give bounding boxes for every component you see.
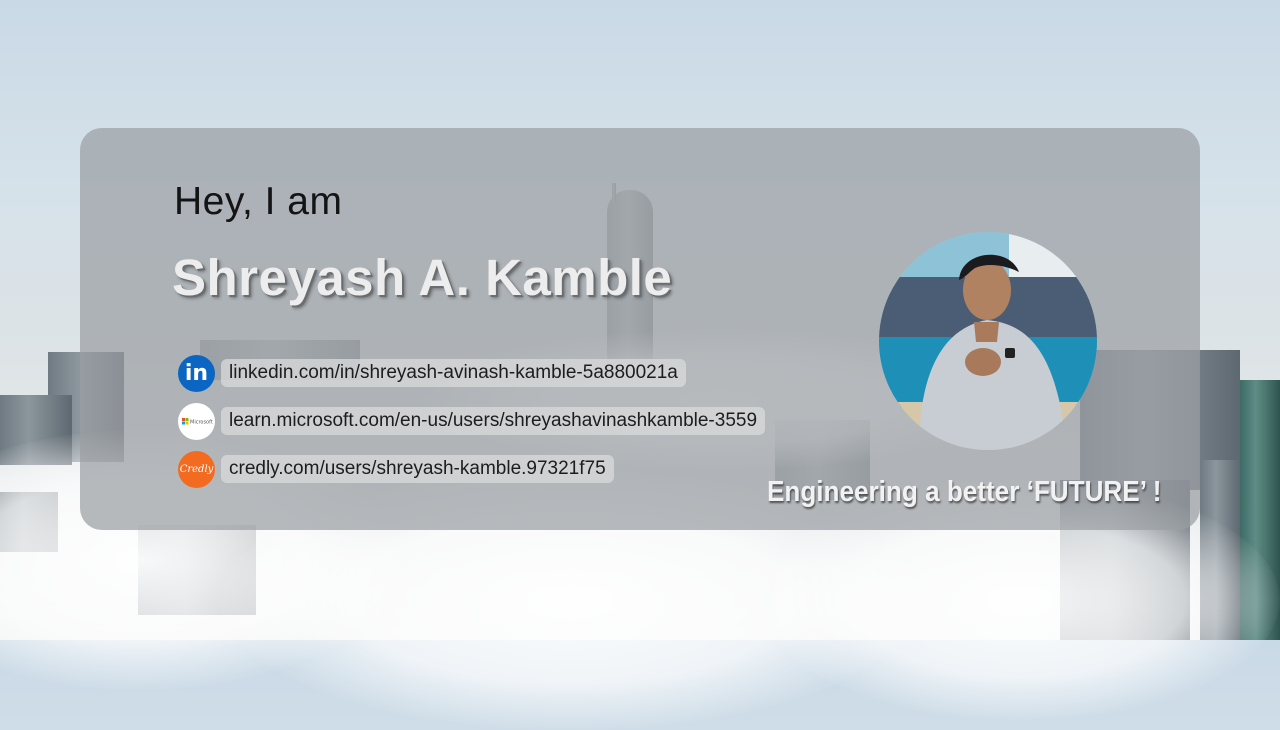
profile-photo — [879, 232, 1097, 450]
credly-url[interactable]: credly.com/users/shreyash-kamble.97321f7… — [221, 455, 614, 483]
linkedin-link[interactable]: in linkedin.com/in/shreyash-avinash-kamb… — [178, 354, 686, 392]
microsoft-learn-link[interactable]: Microsoft learn.microsoft.com/en-us/user… — [178, 402, 766, 440]
linkedin-url[interactable]: linkedin.com/in/shreyash-avinash-kamble-… — [221, 359, 686, 387]
profile-name: Shreyash A. Kamble — [172, 249, 673, 306]
tagline: Engineering a better ‘FUTURE’ ! — [767, 476, 1162, 508]
microsoft-learn-url[interactable]: learn.microsoft.com/en-us/users/shreyash… — [221, 407, 766, 435]
microsoft-icon-label: Microsoft — [190, 419, 213, 425]
greeting-text: Hey, I am — [174, 180, 343, 223]
credly-link[interactable]: Credly credly.com/users/shreyash-kamble.… — [178, 450, 614, 488]
credly-icon: Credly — [178, 450, 215, 488]
microsoft-icon: Microsoft — [178, 402, 215, 440]
linkedin-icon: in — [178, 354, 215, 392]
